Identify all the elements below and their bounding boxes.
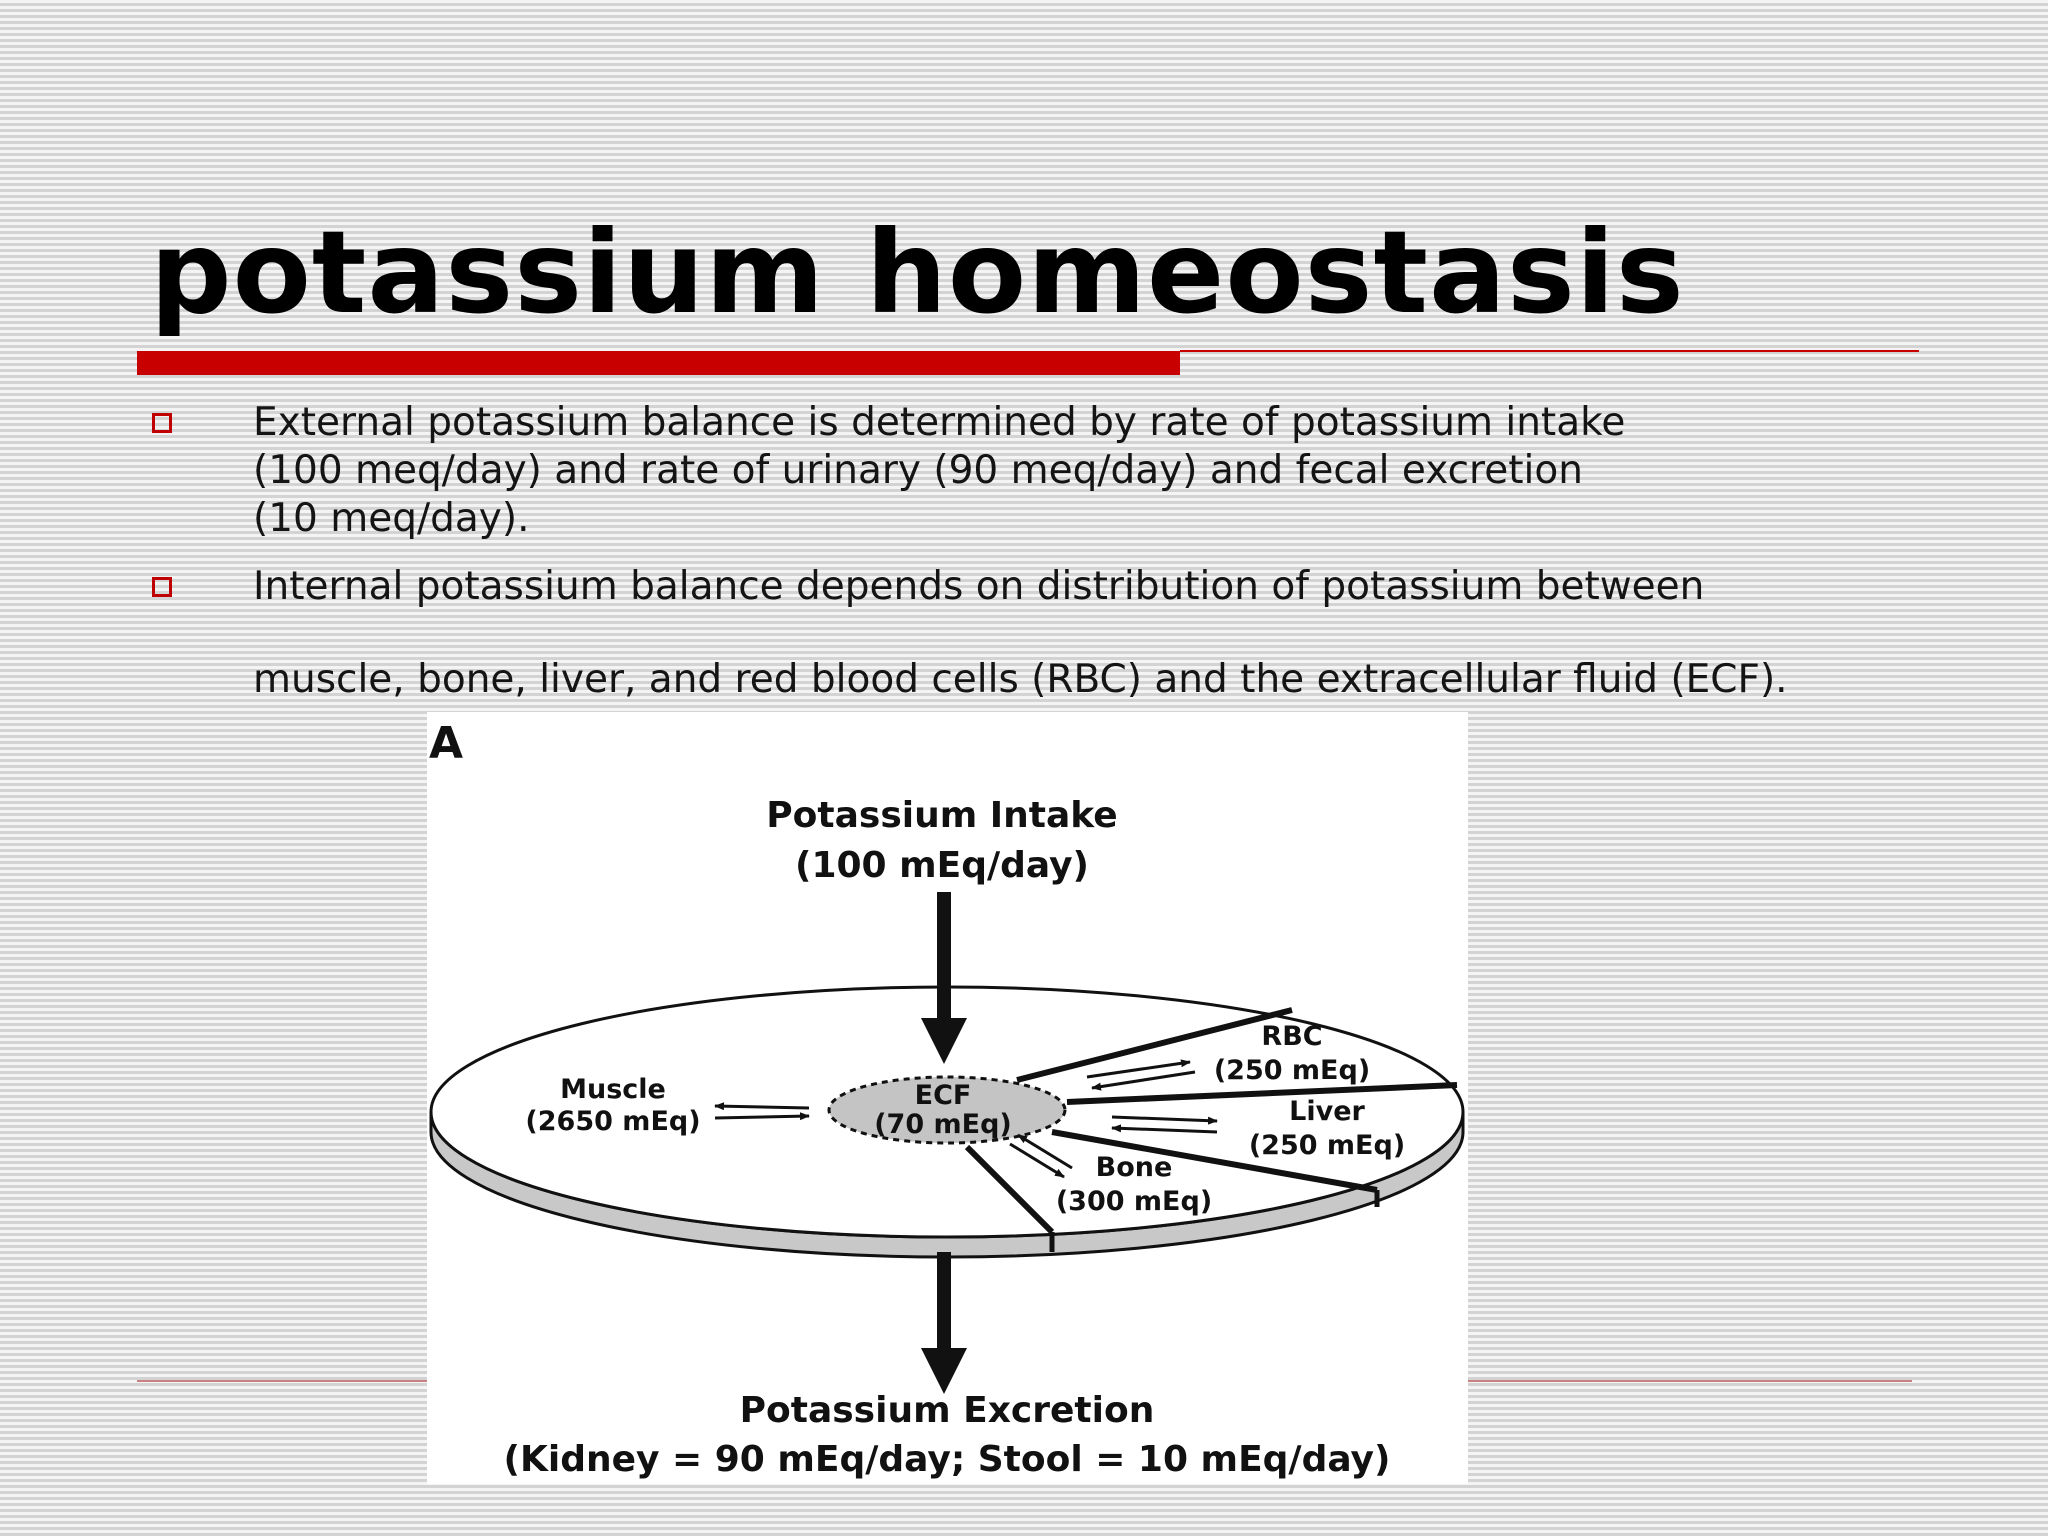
sector-divider bbox=[1066, 1082, 1458, 1105]
bullet-line: (10 meq/day). bbox=[253, 496, 530, 541]
exchange-arrow-rbc-out bbox=[1086, 1059, 1191, 1079]
bone-label: Bone bbox=[1096, 1152, 1173, 1183]
excretion-label: Potassium Excretion bbox=[740, 1390, 1155, 1431]
intake-arrow-head bbox=[921, 1018, 967, 1064]
potassium-diagram: A Potassium Intake (100 mEq/day) ECF (70… bbox=[429, 718, 1465, 1480]
sector-divider bbox=[1016, 1007, 1293, 1083]
slide-title: potassium homeostasis bbox=[150, 206, 1685, 339]
excretion-arrow-shaft bbox=[937, 1252, 951, 1352]
liver-value: (250 mEq) bbox=[1249, 1130, 1405, 1161]
exchange-arrow-bone-in bbox=[1017, 1133, 1073, 1170]
potassium-distribution-figure: A Potassium Intake (100 mEq/day) ECF (70… bbox=[427, 712, 1468, 1484]
bullet-line: muscle, bone, liver, and red blood cells… bbox=[253, 657, 1788, 702]
ecf-value: (70 mEq) bbox=[874, 1109, 1012, 1140]
muscle-label: Muscle bbox=[560, 1074, 666, 1105]
exchange-arrow-liver-in bbox=[1111, 1124, 1218, 1134]
exchange-arrow-liver-out bbox=[1111, 1115, 1218, 1125]
title-underline-thin bbox=[1180, 350, 1919, 352]
exchange-arrow-muscle-out bbox=[714, 1102, 810, 1111]
exchange-arrow-bone-out bbox=[1009, 1142, 1065, 1179]
excretion-value: (Kidney = 90 mEq/day; Stool = 10 mEq/day… bbox=[504, 1439, 1391, 1480]
rbc-label: RBC bbox=[1261, 1021, 1322, 1052]
bullet-line: External potassium balance is determined… bbox=[253, 400, 1626, 445]
footer-rule-left bbox=[137, 1380, 427, 1382]
excretion-arrow-head bbox=[921, 1348, 967, 1394]
ecf-compartment bbox=[827, 1075, 1067, 1145]
bone-value: (300 mEq) bbox=[1056, 1186, 1212, 1217]
intake-arrow-shaft bbox=[937, 892, 951, 1022]
liver-label: Liver bbox=[1289, 1096, 1365, 1127]
panel-letter: A bbox=[429, 718, 463, 769]
square-bullet-icon bbox=[152, 577, 172, 597]
bullet-line: (100 meq/day) and rate of urinary (90 me… bbox=[253, 448, 1583, 493]
rbc-value: (250 mEq) bbox=[1214, 1055, 1370, 1086]
muscle-value: (2650 mEq) bbox=[525, 1106, 700, 1137]
sector-divider bbox=[1051, 1129, 1378, 1193]
intake-value: (100 mEq/day) bbox=[795, 845, 1089, 886]
footer-rule-right bbox=[1468, 1380, 1912, 1382]
sector-divider bbox=[964, 1144, 1055, 1235]
title-underline-thick bbox=[137, 351, 1180, 375]
intake-label: Potassium Intake bbox=[766, 795, 1117, 836]
bullet-line: Internal potassium balance depends on di… bbox=[253, 564, 1705, 609]
square-bullet-icon bbox=[152, 413, 172, 433]
exchange-arrow-muscle-in bbox=[714, 1112, 810, 1121]
exchange-arrow-rbc-in bbox=[1091, 1070, 1196, 1091]
ecf-label: ECF bbox=[915, 1080, 972, 1111]
